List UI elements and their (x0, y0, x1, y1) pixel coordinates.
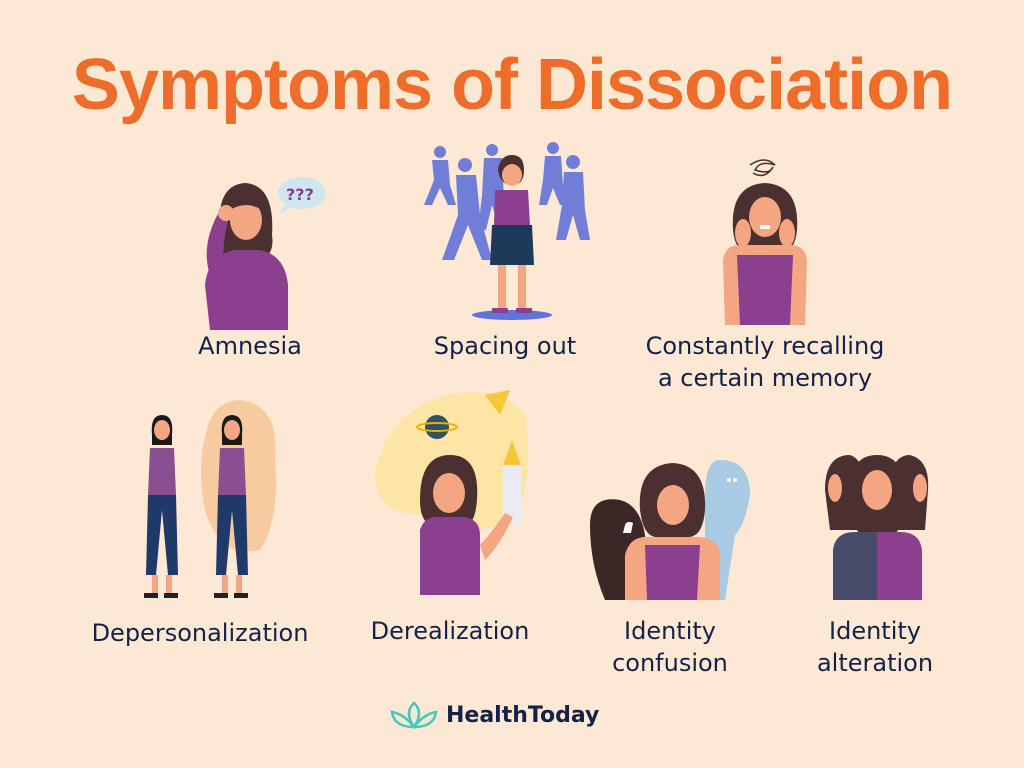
label-amnesia: Amnesia (198, 332, 302, 360)
woman-in-crowd-icon (424, 142, 590, 320)
label-identity-alteration: Identity alteration (795, 615, 955, 679)
label-derealization: Derealization (370, 617, 530, 645)
label-identity-alteration-line2: alteration (816, 649, 934, 677)
woman-multiple-faces-icon (825, 455, 929, 600)
label-depersonalization: Depersonalization (91, 619, 309, 647)
label-constantly-recalling-line1: Constantly recalling (645, 332, 885, 360)
svg-text:???: ??? (286, 185, 314, 204)
lotus-logo-icon (390, 701, 438, 730)
label-identity-confusion-line2: confusion (612, 649, 728, 677)
label-constantly-recalling-line2: a certain memory (657, 364, 873, 392)
label-identity-alteration-line1: Identity (829, 617, 921, 645)
woman-daydream-fantasy-icon (375, 390, 529, 595)
label-constantly-recalling: Constantly recalling a certain memory (615, 330, 915, 394)
brand-name: HealthToday (446, 702, 600, 728)
brand-logo: HealthToday (390, 700, 599, 730)
woman-stressed-scribble-icon (723, 159, 807, 325)
label-identity-confusion: Identity confusion (590, 615, 750, 679)
woman-with-ghosts-icon (590, 460, 750, 600)
two-women-mirror-icon (144, 400, 276, 598)
page-title: Symptoms of Dissociation (71, 45, 953, 125)
confused-woman-question-marks-icon: ??? (205, 177, 326, 330)
label-spacing-out: Spacing out (433, 332, 577, 360)
label-identity-confusion-line1: Identity (624, 617, 716, 645)
